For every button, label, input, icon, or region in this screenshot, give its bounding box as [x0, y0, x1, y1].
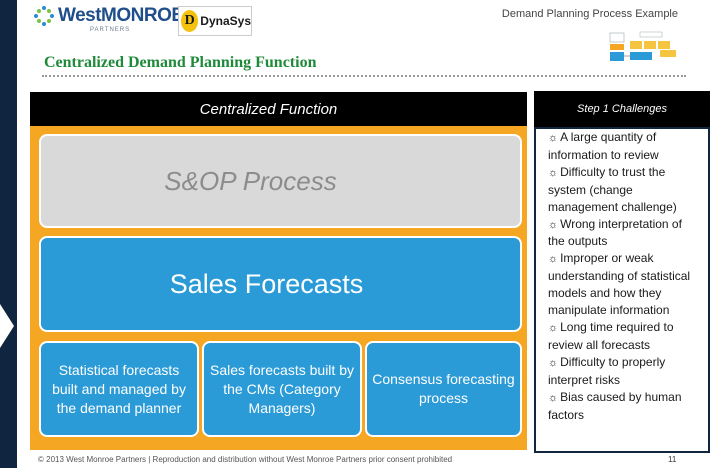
- page-number: 11: [668, 455, 677, 464]
- sop-process-box: S&OP Process: [39, 134, 522, 228]
- challenge-item: ☼Difficulty to trust the system (change …: [548, 164, 677, 214]
- section-divider: [42, 75, 686, 77]
- sun-bullet-icon: ☼: [548, 321, 559, 334]
- sales-forecasts-box: Sales Forecasts: [39, 236, 522, 332]
- challenge-item: ☼A large quantity of information to revi…: [548, 130, 659, 162]
- westmonroe-logo-sub: PARTNERS: [90, 27, 131, 33]
- westmonroe-logo-text: WestMONROE: [58, 5, 184, 26]
- dynasys-emblem-icon: D: [181, 10, 199, 32]
- sun-bullet-icon: ☼: [548, 356, 559, 369]
- sales-forecasts-label: Sales Forecasts: [169, 268, 364, 299]
- centralized-function-bar: Centralized Function: [30, 92, 527, 126]
- statistical-forecasts-box: Statistical forecasts built and managed …: [39, 341, 199, 437]
- sun-bullet-icon: ☼: [548, 253, 559, 266]
- sun-bullet-icon: ☼: [548, 391, 559, 404]
- header-title: Demand Planning Process Example: [501, 8, 678, 20]
- consensus-forecasting-box: Consensus forecasting process: [365, 341, 522, 437]
- cm-sales-forecasts-box: Sales forecasts built by the CMs (Catego…: [202, 341, 362, 437]
- sop-process-label: S&OP Process: [164, 165, 337, 196]
- sun-bullet-icon: ☼: [548, 132, 559, 144]
- westmonroe-logo: WestMONROE PARTNERS: [34, 5, 184, 33]
- challenge-item: ☼Difficulty to properly interpret risks: [548, 354, 666, 387]
- challenge-item: ☼Long time required to review all foreca…: [548, 319, 674, 352]
- westmonroe-dots-icon: [34, 6, 54, 26]
- sun-bullet-icon: ☼: [548, 218, 559, 231]
- process-thumbnail-icon: [609, 31, 676, 61]
- left-notch-marker: [0, 304, 14, 348]
- challenges-heading: Step 1 Challenges: [534, 91, 710, 127]
- sun-bullet-icon: ☼: [548, 166, 559, 179]
- left-rail: [0, 0, 17, 468]
- challenges-list: ☼A large quantity of information to revi…: [548, 129, 700, 423]
- challenge-item: ☼Bias caused by human factors: [548, 389, 682, 422]
- dynasys-logo: D DynaSys: [178, 6, 252, 36]
- dynasys-logo-text: DynaSys: [200, 14, 251, 28]
- challenge-item: ☼Improper or weak understanding of stati…: [548, 251, 691, 318]
- footer-copyright: © 2013 West Monroe Partners | Reproducti…: [38, 455, 453, 464]
- section-title: Centralized Demand Planning Function: [44, 54, 317, 71]
- challenge-item: ☼Wrong interpretation of the outputs: [548, 216, 682, 249]
- challenges-panel: ☼A large quantity of information to revi…: [534, 127, 710, 453]
